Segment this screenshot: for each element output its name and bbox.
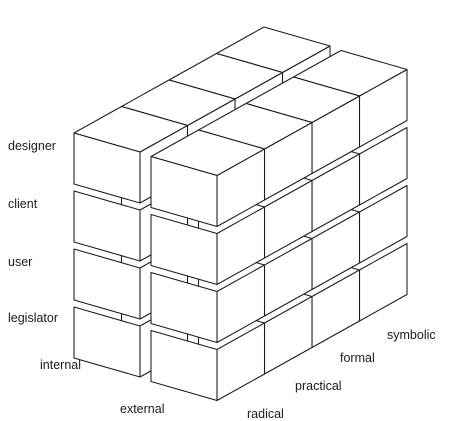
- depth-label-formal: formal: [340, 351, 375, 365]
- block-c0-r0-d0-front: [73, 132, 141, 204]
- cube-blocks: [73, 26, 408, 402]
- column-label-external: external: [120, 402, 164, 416]
- row-label-user: user: [8, 255, 32, 269]
- depth-label-symbolic: symbolic: [387, 328, 436, 342]
- depth-label-practical: practical: [295, 379, 342, 393]
- block-c1-r1-d0-front: [150, 213, 218, 286]
- block-c0-r3-d0-front: [73, 306, 141, 378]
- block-c1-r3-d0-front: [150, 329, 218, 402]
- block-c1-r0-d0-front: [150, 155, 218, 228]
- depth-label-radical: radical: [247, 407, 284, 421]
- column-label-internal: internal: [40, 358, 81, 372]
- block-c1-r2-d0-front: [150, 271, 218, 344]
- row-label-client: client: [8, 197, 38, 211]
- block-c0-r1-d0-front: [73, 190, 141, 262]
- block-c0-r2-d0-front: [73, 248, 141, 320]
- row-label-legislator: legislator: [8, 311, 58, 325]
- row-label-designer: designer: [8, 139, 56, 153]
